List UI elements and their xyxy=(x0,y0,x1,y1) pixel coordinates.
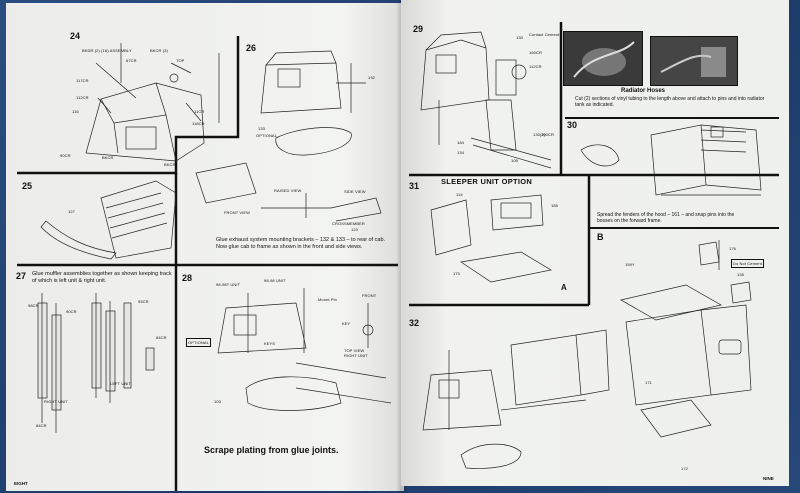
part-label: 118CR xyxy=(192,121,205,126)
part-label: 100CR xyxy=(541,132,554,137)
radiator-hoses-caption: Cut (2) sections of vinyl tubing to the … xyxy=(575,96,765,108)
part-label: BKCR xyxy=(164,162,176,167)
part-label: 103 xyxy=(214,399,221,404)
step-30-caption: Spread the fenders of the hood – 161 – a… xyxy=(597,212,735,224)
part-label: 116 xyxy=(72,109,79,114)
part-label: SIDE VIEW xyxy=(344,189,366,194)
stepB-drawing xyxy=(620,240,752,438)
view-marker-a: A xyxy=(561,283,567,292)
part-label: 11CR xyxy=(194,109,205,114)
part-label: TOP xyxy=(176,58,185,63)
scrape-plating-note: Scrape plating from glue joints. xyxy=(204,445,339,455)
part-label: TOP VIEW xyxy=(344,348,365,353)
sleeper-unit-option-title: SLEEPER UNIT OPTION xyxy=(441,177,533,186)
radiator-photo-2 xyxy=(650,36,738,86)
step-b-marker: B xyxy=(597,232,604,242)
part-label: 130 xyxy=(516,35,523,40)
step26-drawing xyxy=(195,50,382,222)
part-label: LEFT UNIT xyxy=(110,381,132,386)
part-label: 185 xyxy=(551,203,558,208)
step30-drawing xyxy=(580,124,762,196)
part-label: 133 xyxy=(258,126,265,131)
part-label: 171 xyxy=(645,380,652,385)
part-label: KEYS xyxy=(264,341,276,346)
part-label: 84CR xyxy=(36,423,47,428)
part-label: BKDR (2) (16) ASSEMBLY xyxy=(82,48,132,53)
part-label: 84CR xyxy=(156,335,167,340)
part-label: 117CR xyxy=(76,78,89,83)
part-label: 132 xyxy=(368,75,375,80)
part-label: 170 xyxy=(453,271,460,276)
part-label: 127 xyxy=(68,209,75,214)
step28-truck-drawing xyxy=(217,288,392,411)
step-30-number: 30 xyxy=(567,120,578,130)
part-label: 114 xyxy=(456,192,463,197)
part-label: 130(2) xyxy=(533,132,546,137)
part-label: 123 xyxy=(351,227,358,232)
step-26-number: 26 xyxy=(246,43,257,53)
part-label: 95CR xyxy=(138,299,149,304)
right-page: 29 130 Contact Cement 160CR 112CR 184 13… xyxy=(401,0,789,486)
part-label: CROSSMEMBER xyxy=(332,221,365,226)
part-label: Mount Pin xyxy=(318,297,337,302)
part-label: 159Y xyxy=(625,262,635,267)
radiator-photo-1 xyxy=(563,31,643,86)
part-label: 112CR xyxy=(76,95,89,100)
part-label: FRONT VIEW xyxy=(224,210,251,215)
part-label: RIGHT UNIT xyxy=(44,399,68,404)
step29-drawing xyxy=(420,31,552,169)
step-29-number: 29 xyxy=(413,24,424,34)
part-label: OPTIONAL xyxy=(256,133,278,138)
part-label: FRONT xyxy=(362,293,377,298)
step-31-number: 31 xyxy=(409,181,420,191)
step-32-number: 32 xyxy=(409,318,420,328)
left-page-lines xyxy=(17,36,398,491)
part-label: 176 xyxy=(729,246,736,251)
part-label: KEY xyxy=(342,321,351,326)
part-label: 135 xyxy=(737,272,744,277)
part-label: RAISED VIEW xyxy=(274,188,302,193)
part-label: 90CR xyxy=(66,309,77,314)
page-number-left: EIGHT xyxy=(14,481,28,486)
part-label: 98-98 UNIT xyxy=(264,278,286,283)
step-27-caption: Glue muffler assemblies together as show… xyxy=(32,271,172,284)
step-24-number: 24 xyxy=(70,31,81,41)
part-label: BKCR xyxy=(102,155,114,160)
part-label: Contact Cement xyxy=(529,32,560,37)
optional-tag: OPTIONAL xyxy=(186,338,212,347)
step-25-number: 25 xyxy=(22,181,33,191)
step32-drawing xyxy=(422,329,610,469)
part-label: 98-98T UNIT xyxy=(216,282,241,287)
page-number-right: NINE xyxy=(763,476,774,481)
part-label: 134 xyxy=(457,150,464,155)
step-28-number: 28 xyxy=(182,273,193,283)
part-label: 160CR xyxy=(529,50,542,55)
part-label: 67CR xyxy=(126,58,137,63)
part-label: 98CR xyxy=(28,303,39,308)
left-page: 24 BKDR (2) (16) ASSEMBLY BKCR (3) 67CR … xyxy=(6,3,404,491)
step-26-caption: Glue exhaust system mounting brackets – … xyxy=(216,237,386,250)
step31-drawing xyxy=(430,194,552,283)
part-label: 184 xyxy=(457,140,464,145)
part-label: BKCR (3) xyxy=(150,48,168,53)
part-label: 112CR xyxy=(529,64,542,69)
part-label: 172 xyxy=(681,466,688,471)
step25-grille-drawing xyxy=(40,180,177,260)
part-label: 105 xyxy=(511,158,518,163)
step24-cab-drawing xyxy=(85,43,220,162)
part-label: 90CR xyxy=(60,153,71,158)
step27-mufflers-drawing xyxy=(37,293,155,433)
radiator-hoses-title: Radiator Hoses xyxy=(621,88,666,94)
step-27-number: 27 xyxy=(16,271,27,281)
right-page-lines xyxy=(409,22,779,469)
do-not-cement-tag: Do Not Cement xyxy=(731,259,764,268)
part-label: RIGHT UNIT xyxy=(344,353,368,358)
